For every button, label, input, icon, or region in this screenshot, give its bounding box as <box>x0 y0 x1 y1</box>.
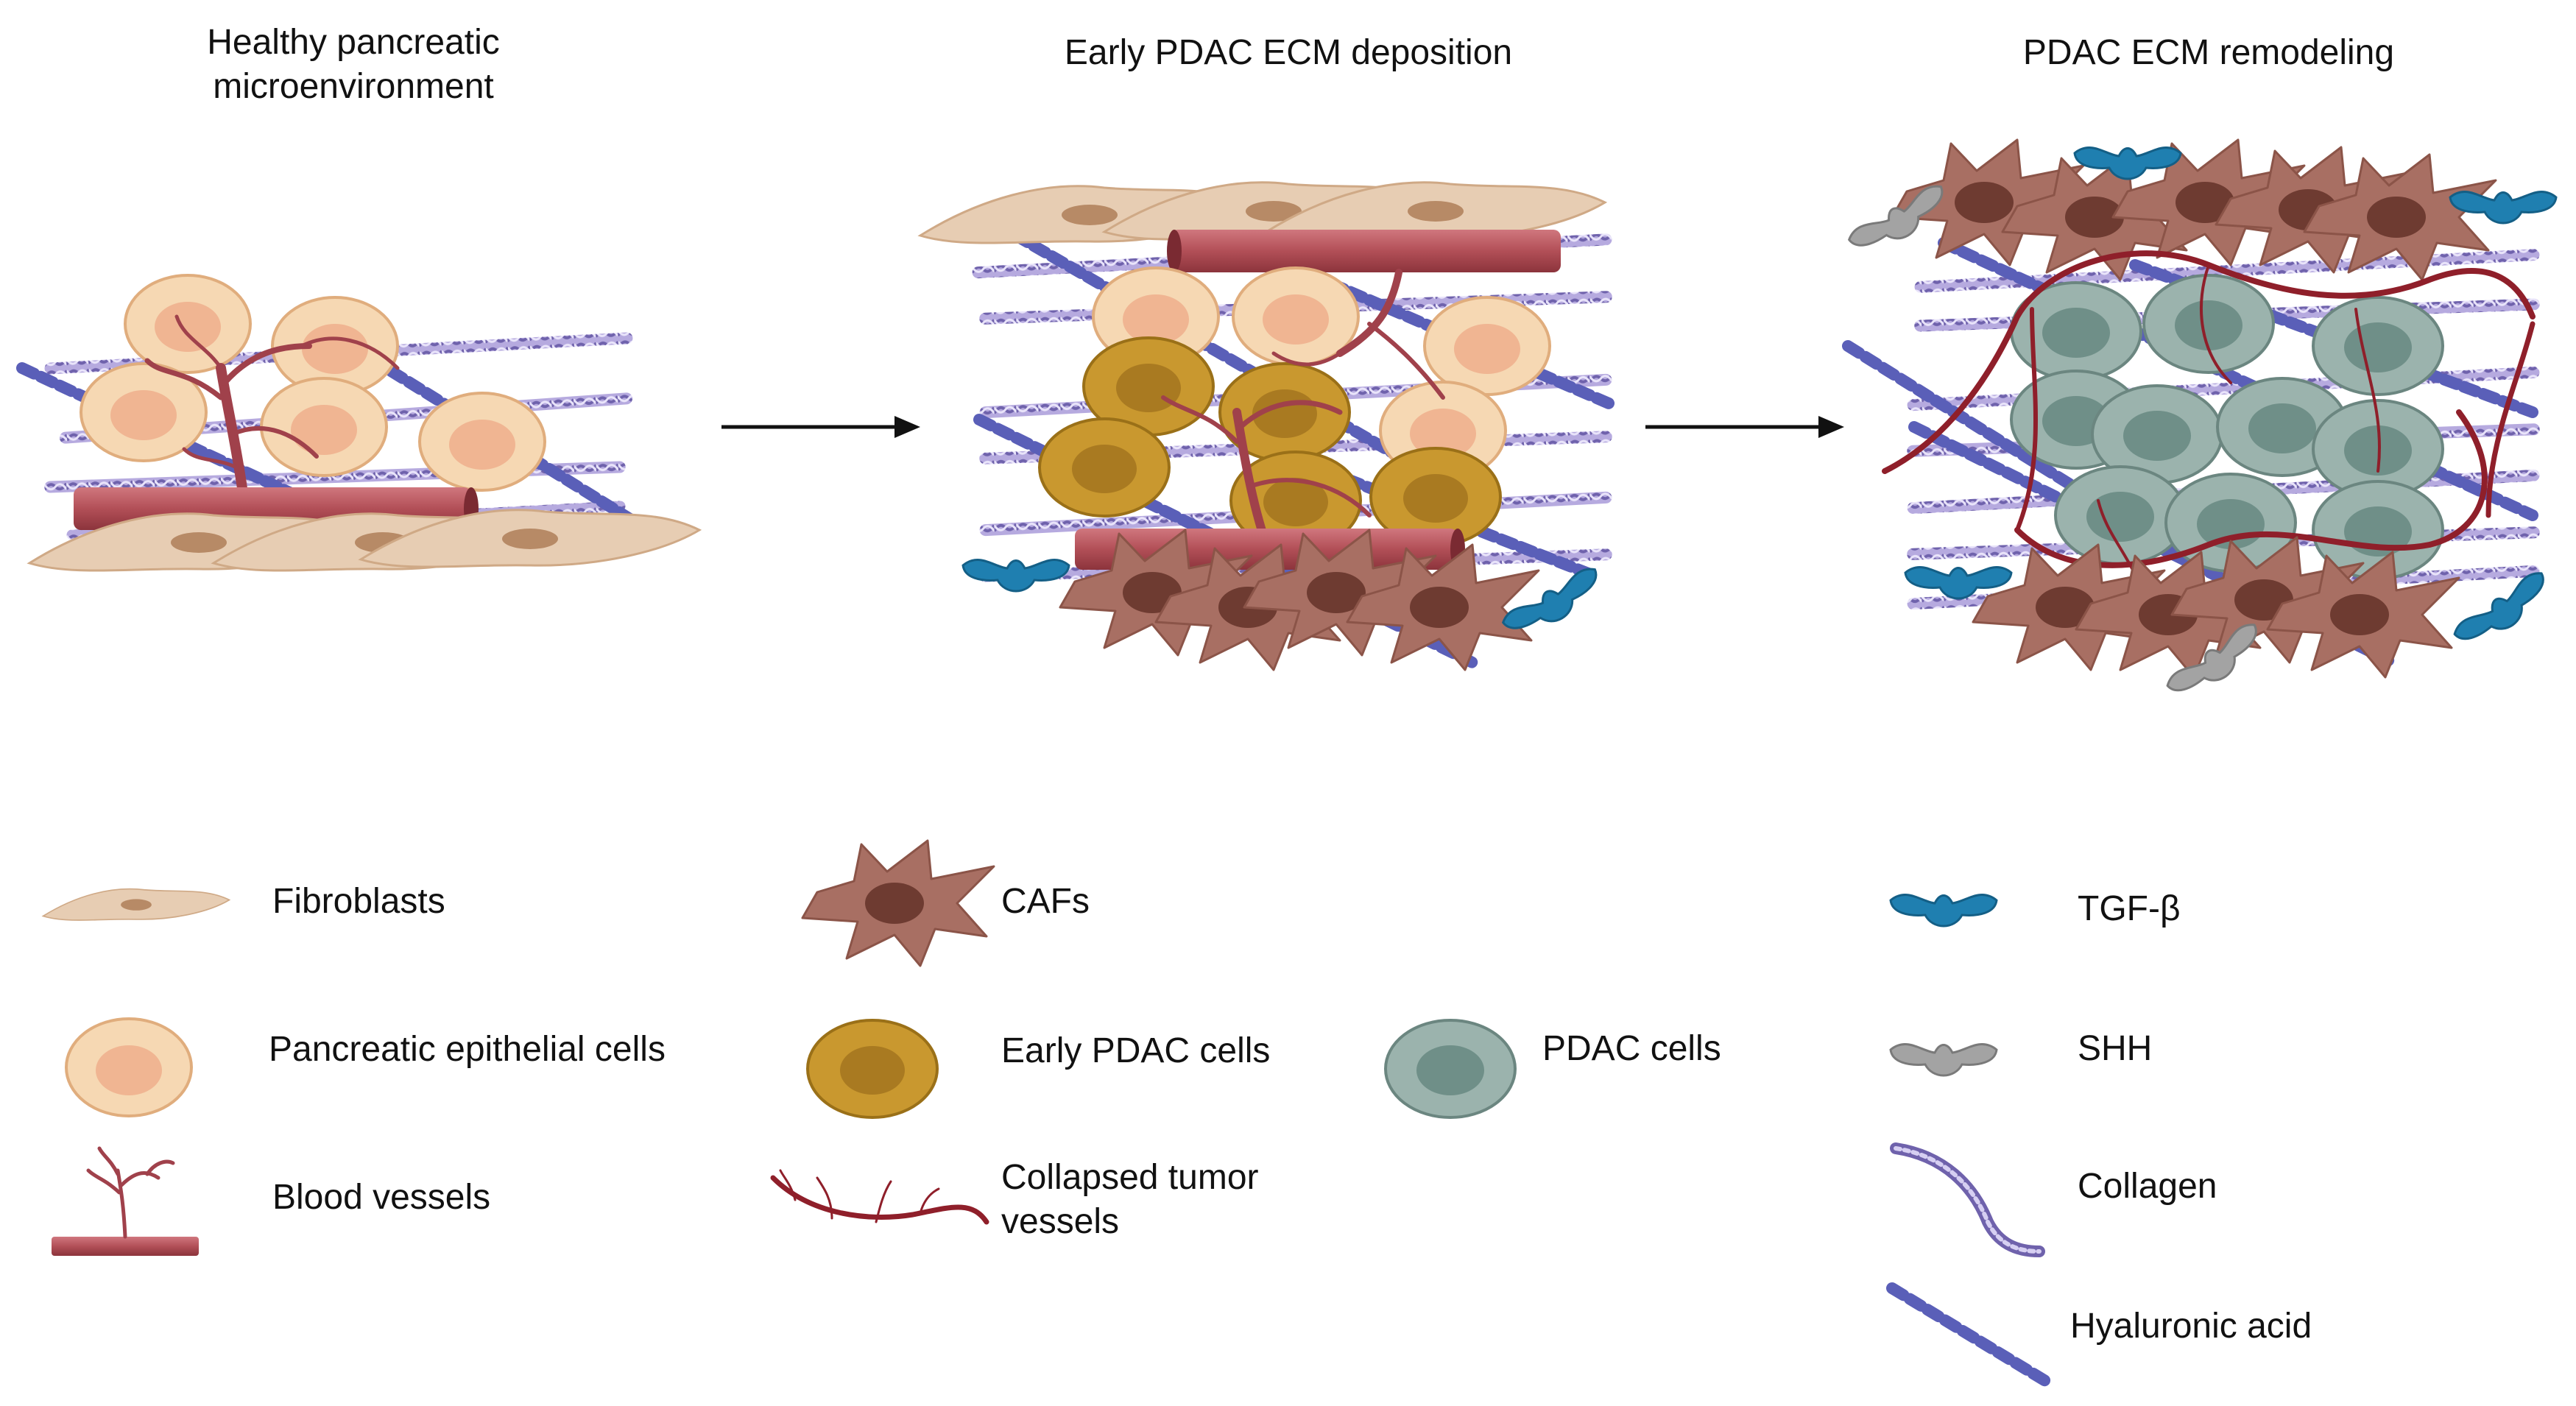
legend-text-fibroblasts: Fibroblasts <box>272 882 445 921</box>
legend-fibroblast-icon <box>42 888 230 921</box>
legend-epithelial-icon <box>65 1017 193 1117</box>
panel-title-early-text: Early PDAC ECM deposition <box>1064 33 1513 72</box>
arrow-1 <box>721 416 920 438</box>
legend-blood-vessel-icon <box>52 1146 199 1256</box>
legend-text-shh: SHH <box>2078 1029 2153 1068</box>
panel-healthy <box>16 274 701 572</box>
legend-text-tgfb: TGF-β <box>2078 889 2181 928</box>
legend-label-cafs: CAFs <box>1001 880 1090 924</box>
panel-title-healthy: Healthy pancreatic microenvironment <box>147 21 560 109</box>
remodeling-collapsed-vessels <box>1882 250 2536 576</box>
legend-label-shh: SHH <box>2078 1027 2152 1071</box>
remodeling-pdac-cell <box>2312 296 2444 396</box>
legend-text-early-pdac: Early PDAC cells <box>1001 1031 1271 1070</box>
legend-collapsed-vessel-icon <box>770 1169 989 1225</box>
legend-text-pdac-cells: PDAC cells <box>1542 1029 1721 1068</box>
remodeling-pdac-cell <box>2142 274 2275 374</box>
early-tgfb <box>961 559 1070 593</box>
early-pdac-cell <box>1038 417 1171 517</box>
healthy-epithelial-cell <box>418 392 546 492</box>
panel-early <box>919 181 1618 671</box>
panel-title-healthy-text: Healthy pancreatic microenvironment <box>207 23 500 106</box>
legend-early-pdac-icon <box>806 1019 939 1119</box>
legend-label-early-pdac: Early PDAC cells <box>1001 1029 1270 1073</box>
legend-caf-icon <box>801 839 995 967</box>
legend-tgfb-icon <box>1889 894 1998 928</box>
healthy-epithelial-cell <box>124 274 252 374</box>
legend-label-blood-vessels: Blood vessels <box>272 1176 490 1220</box>
legend-text-collagen: Collagen <box>2078 1167 2217 1206</box>
legend-label-epithelial: Pancreatic epithelial cells <box>269 1028 666 1072</box>
remodeling-tgfb <box>2450 568 2558 657</box>
legend-text-hyaluronic: Hyaluronic acid <box>2070 1307 2312 1346</box>
legend-shh-icon <box>1889 1043 1998 1077</box>
legend-label-fibroblasts: Fibroblasts <box>272 880 445 924</box>
early-epithelial-cell <box>1423 296 1551 396</box>
healthy-vessel-branches <box>144 314 400 498</box>
arrow-2 <box>1645 416 1844 438</box>
legend-text-cafs: CAFs <box>1001 882 1090 921</box>
panel-remodeling <box>1842 138 2558 708</box>
panel-title-remodeling: PDAC ECM remodeling <box>1914 31 2503 75</box>
legend-label-collapsed-vessels: Collapsed tumor vessels <box>1001 1156 1325 1244</box>
legend-text-collapsed-vessels: Collapsed tumor vessels <box>1001 1158 1259 1241</box>
legend-pdac-icon <box>1384 1019 1517 1119</box>
legend-text-blood-vessels: Blood vessels <box>272 1178 491 1217</box>
legend-label-tgfb: TGF-β <box>2078 887 2181 931</box>
legend-label-hyaluronic: Hyaluronic acid <box>2070 1304 2312 1349</box>
early-blood-vessel-top <box>1171 230 1561 272</box>
legend-collagen-icon <box>1890 1142 2045 1257</box>
legend <box>42 839 2056 1390</box>
remodeling-tgfb <box>2449 191 2558 225</box>
healthy-epithelial-cell <box>260 377 388 477</box>
legend-label-pdac-cells: PDAC cells <box>1542 1027 1721 1071</box>
legend-hyaluronic-icon <box>1886 1282 2056 1390</box>
legend-text-epithelial: Pancreatic epithelial cells <box>269 1030 666 1069</box>
panel-title-remodeling-text: PDAC ECM remodeling <box>2022 33 2395 72</box>
legend-label-collagen: Collagen <box>2078 1165 2217 1209</box>
panel-title-early: Early PDAC ECM deposition <box>957 31 1620 75</box>
